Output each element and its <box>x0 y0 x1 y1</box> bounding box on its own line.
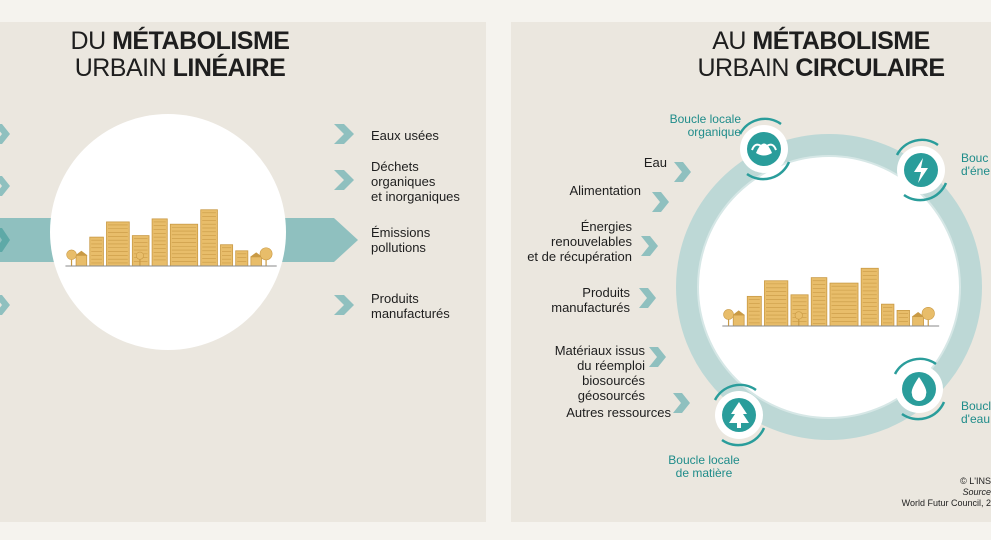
output-chevron <box>334 170 354 190</box>
input-label-other-resources: Autres ressources <box>566 405 671 420</box>
input-chevron <box>649 347 666 367</box>
loop-matter <box>713 383 766 447</box>
title-thin-part: URBAIN <box>74 54 173 82</box>
linear-flow-diagram <box>0 114 358 350</box>
city-circle <box>50 114 286 350</box>
input-chevron <box>0 295 10 315</box>
loop-water <box>893 357 946 421</box>
input-chevron <box>652 192 669 212</box>
circular-title: AU MÉTABOLISME URBAIN CIRCULAIRE <box>671 28 971 82</box>
output-label-wastewater: Eaux usées <box>371 128 439 143</box>
circular-flow-diagram <box>639 117 982 447</box>
linear-metabolism-panel: DU MÉTABOLISME URBAIN LINÉAIRE Eaux usée… <box>0 22 486 522</box>
title-thin-part: AU <box>712 27 753 55</box>
output-label-emissions: Émissions pollutions <box>371 225 431 255</box>
building <box>235 250 249 267</box>
input-chevron <box>0 176 10 196</box>
input-chevron <box>673 393 690 413</box>
input-chevron <box>674 162 691 182</box>
title-bold-part: CIRCULAIRE <box>795 54 945 82</box>
building <box>200 209 218 267</box>
city-skyline-illustration <box>722 267 940 327</box>
input-chevron <box>639 288 656 308</box>
loop-organic <box>738 117 791 181</box>
input-label-products: Produits manufacturés <box>551 285 630 315</box>
input-chevron <box>0 124 10 144</box>
building <box>829 282 859 327</box>
circular-ring <box>676 134 982 440</box>
loop-energy <box>895 138 948 202</box>
input-chevron <box>641 236 658 256</box>
building <box>860 267 879 327</box>
title-bold-part: MÉTABOLISME <box>112 27 290 55</box>
linear-title: DU MÉTABOLISME URBAIN LINÉAIRE <box>30 28 330 82</box>
credit-source: Source <box>962 487 991 497</box>
building <box>169 223 199 267</box>
circular-ring-inner-edge <box>697 155 961 419</box>
loop-label-matter: Boucle locale de matière <box>668 453 740 480</box>
loop-label-water: Boucl d'eau <box>961 399 991 426</box>
title-thin-part: URBAIN <box>697 54 796 82</box>
output-label-waste: Déchets organiques et inorganiques <box>371 159 460 204</box>
output-chevron <box>334 124 354 144</box>
city-skyline-illustration <box>65 209 277 267</box>
credit-copyright: © L'INS <box>960 476 991 486</box>
title-bold-part: LINÉAIRE <box>172 54 286 82</box>
input-label-food: Alimentation <box>569 183 641 198</box>
loop-label-energy: Bouc d'éne <box>961 151 990 178</box>
title-bold-part: MÉTABOLISME <box>752 27 930 55</box>
output-label-products: Produits manufacturés <box>371 291 450 321</box>
circular-metabolism-panel: AU MÉTABOLISME URBAIN CIRCULAIRE <box>511 22 991 522</box>
credit-organization: World Futur Council, 2 <box>901 498 991 508</box>
loop-label-organic: Boucle locale organique <box>669 112 741 139</box>
output-chevron <box>334 295 354 315</box>
input-chevron <box>0 228 10 252</box>
building <box>896 309 910 327</box>
input-label-water: Eau <box>643 155 667 170</box>
title-thin-part: DU <box>70 27 113 55</box>
input-label-energy: Énergies renouvelables et de récupératio… <box>527 219 632 264</box>
input-label-materials: Matériaux issus du réemploi biosourcés g… <box>554 343 645 403</box>
